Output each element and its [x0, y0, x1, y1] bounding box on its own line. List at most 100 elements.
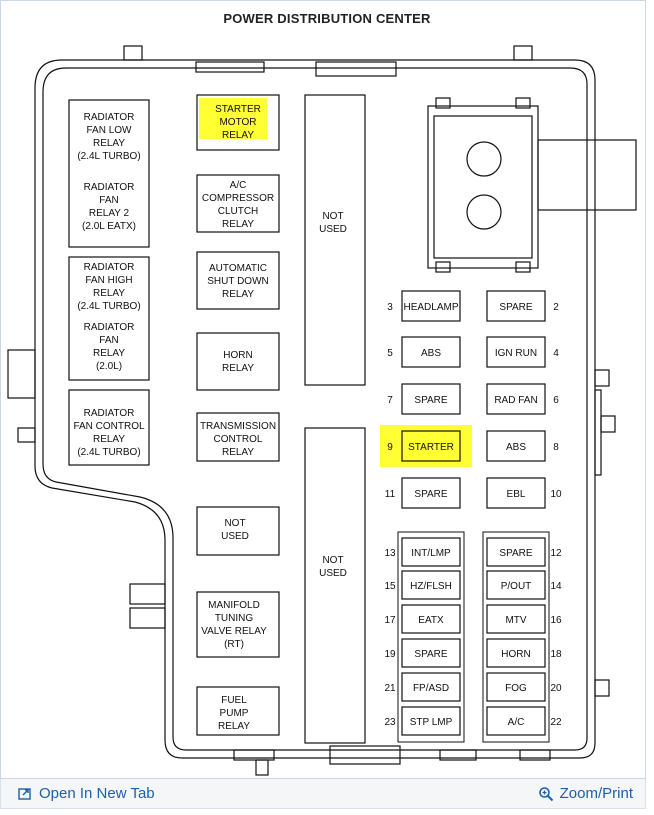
open-new-tab-label: Open In New Tab [39, 785, 155, 802]
fuse-label: EATX [418, 615, 444, 626]
fuse-number: 18 [550, 649, 562, 660]
fuse-group-outline [397, 531, 465, 743]
fuse-box [486, 336, 546, 368]
fuse-slot: A/C 22 [486, 706, 562, 736]
fuse-box [401, 604, 461, 634]
housing-outer [34, 59, 596, 759]
fuse-box [401, 383, 461, 415]
housing-tab [513, 45, 533, 61]
fuse-number: 15 [384, 581, 396, 592]
fuse-box [486, 290, 546, 322]
fuse-group-outline [482, 531, 550, 743]
fuse-number: 21 [384, 683, 396, 694]
fuse-label: HEADLAMP [403, 302, 458, 313]
relay-box [196, 412, 280, 462]
fuse-number: 23 [384, 717, 396, 728]
fuse-box [486, 383, 546, 415]
zoom-print-label: Zoom/Print [559, 785, 633, 802]
housing-inner [42, 67, 588, 751]
connector-block [427, 105, 539, 269]
fuse-number: 22 [550, 717, 562, 728]
fuse-box [486, 638, 546, 668]
fuse-label: EBL [507, 489, 526, 500]
connector-terminal [466, 194, 502, 230]
fuse-number: 10 [550, 489, 562, 500]
fuse-label: HORN [501, 649, 530, 660]
housing-tab [255, 759, 269, 776]
fuse-label: STARTER [408, 442, 454, 453]
housing-tab [594, 389, 602, 476]
fuse-box [401, 537, 461, 567]
relay-box [196, 686, 280, 736]
diagram-title: POWER DISTRIBUTION CENTER [223, 11, 431, 26]
fuse-number: 3 [387, 302, 393, 313]
fuse-number: 20 [550, 683, 562, 694]
fuse-slot: EBL 10 [486, 477, 562, 509]
open-new-tab-link[interactable]: Open In New Tab [17, 785, 155, 802]
fuse-box [486, 672, 546, 702]
fuse-slot: HORN 18 [486, 638, 562, 668]
fuse-box [486, 537, 546, 567]
housing-tab [594, 679, 610, 697]
housing-tab [439, 749, 477, 761]
relay-housing [68, 389, 150, 466]
fuse-number: 5 [387, 348, 393, 359]
relay-box [196, 591, 280, 658]
open-tab-icon [18, 787, 31, 800]
fuse-number: 2 [553, 302, 559, 313]
magnifier-icon [538, 786, 553, 801]
fuse-slot: SPARE 19 [384, 638, 461, 668]
fuse-number: 19 [384, 649, 396, 660]
housing-tab [17, 427, 36, 443]
connector-block [433, 115, 533, 259]
relay-box [196, 94, 280, 151]
zoom-print-link[interactable]: Zoom/Print [538, 785, 633, 802]
fuse-box [401, 477, 461, 509]
fuse-label: SPARE [499, 302, 532, 313]
fuse-slot: HEADLAMP 3 [387, 290, 461, 322]
fuse-slot: SPARE 2 [486, 290, 559, 322]
fuse-label: A/C [508, 717, 525, 728]
connector-terminal [466, 141, 502, 177]
fuse-label: P/OUT [501, 581, 532, 592]
fuse-label: SPARE [414, 395, 447, 406]
fuse-box [486, 604, 546, 634]
fuse-label: FOG [505, 683, 527, 694]
housing-tab [329, 745, 401, 765]
connector-tab [435, 97, 451, 109]
fuse-box [401, 570, 461, 600]
fuse-box [486, 477, 546, 509]
relay-housing [68, 99, 150, 248]
relay-housing [68, 256, 150, 381]
highlight-marker [199, 98, 267, 139]
fuse-label: SPARE [499, 548, 532, 559]
fuse-number: 8 [553, 442, 559, 453]
fuse-number: 16 [550, 615, 562, 626]
fuse-label: SPARE [414, 649, 447, 660]
relay-box [304, 94, 366, 386]
highlight-marker [380, 425, 472, 467]
housing-tab [129, 583, 166, 605]
fuse-label: RAD FAN [494, 395, 537, 406]
relay-box [196, 332, 280, 391]
fuse-label: SPARE [414, 489, 447, 500]
fuse-box [486, 706, 546, 736]
